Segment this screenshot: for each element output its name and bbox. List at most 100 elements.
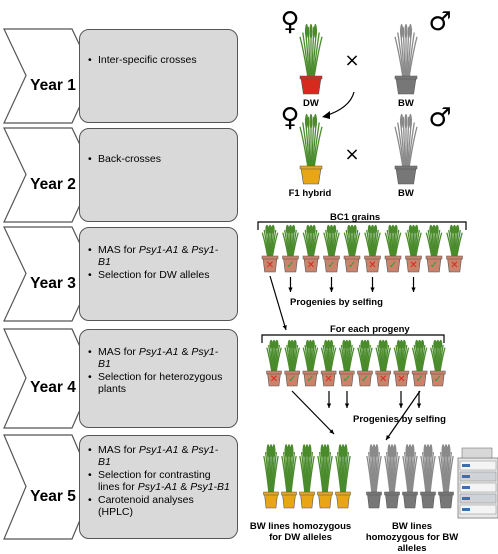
reject-mark-icon: ✕ (307, 260, 315, 271)
progeny-plant (284, 339, 300, 387)
select-mark-icon: ✓ (306, 374, 314, 385)
hplc-instrument-icon (457, 447, 498, 519)
bw-bw-allele-plant (438, 444, 454, 509)
bullet-text: MAS for Psy1-A1 & Psy1-B1 (98, 244, 219, 268)
bullet-text: Selection for DW alleles (98, 269, 210, 281)
f1-hybrid-plant (299, 113, 323, 185)
reject-mark-icon: ✕ (270, 374, 278, 385)
bw-plant-2 (394, 113, 418, 185)
bc1-plant (302, 224, 320, 273)
for-each-progeny-label: For each progeny (330, 324, 410, 335)
bc1-plant (282, 224, 299, 273)
select-mark-icon: ✓ (430, 260, 438, 271)
bullet-icon: • (88, 469, 92, 481)
reject-mark-icon: ✕ (450, 260, 458, 271)
select-mark-icon: ✓ (389, 260, 397, 271)
year-label: Year 2 (30, 175, 76, 193)
down-arrow (370, 277, 375, 292)
diag-arrow-year4-b (385, 390, 421, 441)
year-chevron (3, 127, 95, 223)
bullet-icon: • (88, 371, 92, 383)
year-4-block: Year 4 •MAS for Psy1-A1 & Psy1-B1• Selecti… (0, 328, 240, 429)
reject-mark-icon: ✕ (379, 374, 387, 385)
bw-plant (394, 23, 418, 95)
bullet-item: •MAS for Psy1-A1 & Psy1-B1 (88, 444, 231, 468)
bc1-grains-label: BC1 grains (330, 212, 381, 223)
select-mark-icon: ✓ (343, 374, 351, 385)
female-icon-2: ♀ (280, 103, 299, 133)
bullet-icon: • (88, 346, 92, 358)
bc1-plant (405, 224, 422, 273)
bullet-item: •MAS for Psy1-A1 & Psy1-B1 (88, 346, 231, 370)
progeny-plant (411, 339, 428, 387)
cross-icon-2: × (344, 144, 359, 165)
year-description-box: •MAS for Psy1-A1 & Psy1-B1• Selection for… (79, 329, 238, 428)
bc1-plant (364, 224, 381, 273)
bw-bw-allele-plant (366, 444, 382, 509)
down-arrow (329, 277, 334, 292)
bullet-icon: • (88, 244, 92, 256)
curved-arrow-head (322, 111, 330, 119)
cross-icon: × (344, 50, 359, 71)
bc1-plant (261, 224, 279, 273)
bc1-plant (446, 224, 463, 273)
bullet-icon: • (88, 153, 92, 165)
year-label: Year 1 (30, 76, 76, 94)
bullet-icon: • (88, 494, 92, 506)
bc1-plant (323, 224, 340, 273)
bullet-item: • MAS for Psy1-A1 & Psy1-B1 (88, 244, 231, 268)
progeny-plant (320, 339, 337, 387)
bw-dw-allele-plant (299, 444, 315, 509)
progenies-label-1: Progenies by selfing (290, 297, 383, 308)
bullet-text: MAS for Psy1-A1 & Psy1-B1 (98, 444, 219, 468)
reject-mark-icon: ✕ (266, 260, 274, 271)
bullet-icon: • (88, 269, 92, 281)
progeny-plant (393, 339, 410, 387)
year-label: Year 5 (30, 487, 76, 505)
bw-bw-allele-plant (384, 444, 400, 509)
diag-arrow-year3 (269, 275, 287, 331)
year-2-block: Year 2 • Back-crosses (0, 127, 240, 223)
bc1-bracket (257, 221, 467, 230)
bullet-text: Selection for heterozygous plants (98, 371, 223, 395)
down-arrow (416, 391, 422, 408)
down-arrow (326, 391, 332, 408)
bullet-text: Back-crosses (98, 153, 162, 165)
bullet-text: Carotenoid analyses (HPLC) (98, 494, 194, 518)
progeny-plant (357, 339, 373, 387)
select-mark-icon: ✓ (361, 374, 369, 385)
bc1-plant (343, 224, 361, 273)
bullet-text: Inter-specific crosses (98, 54, 197, 66)
year-5-block: Year 5•MAS for Psy1-A1 & Psy1-B1•Selecti… (0, 434, 240, 540)
f1-hybrid-label: F1 hybrid (288, 188, 332, 199)
year-1-block: Year 1 •Inter-specific crosses (0, 28, 240, 124)
progeny-plant (375, 339, 391, 387)
reject-mark-icon: ✕ (397, 374, 405, 385)
year-label: Year 4 (30, 379, 76, 396)
bullet-item: • Selection for heterozygous plants (88, 371, 231, 395)
year-description-box: • MAS for Psy1-A1 & Psy1-B1 • Selection for… (79, 227, 238, 321)
bullet-item: • Selection for DW alleles (88, 269, 231, 281)
year-description-box: •MAS for Psy1-A1 & Psy1-B1•Selection for… (79, 435, 238, 539)
bw-dw-allele-plant (263, 444, 279, 509)
down-arrow (411, 277, 416, 292)
male-icon: ♂ (428, 7, 451, 37)
select-mark-icon: ✓ (415, 374, 423, 385)
year-chevron (3, 28, 95, 124)
progeny-plant (430, 339, 446, 387)
year-label: Year 3 (30, 274, 76, 292)
bw-label: BW (398, 98, 414, 109)
bullet-item: • Selection for contrasting lines for Psy… (88, 469, 231, 493)
bullet-item: •Inter-specific crosses (88, 54, 231, 66)
bc1-plant (425, 224, 443, 273)
select-mark-icon: ✓ (327, 260, 335, 271)
bw-dw-allele-plant (317, 444, 333, 509)
year-chevron (3, 226, 95, 322)
male-icon-2: ♂ (428, 103, 451, 133)
down-arrow (288, 277, 293, 292)
select-mark-icon: ✓ (288, 374, 296, 385)
progenies-label-2: Progenies by selfing (353, 414, 446, 425)
bullet-text: Selection for contrasting lines for Psy1… (98, 469, 230, 493)
bw-dw-allele-plant (335, 444, 351, 509)
